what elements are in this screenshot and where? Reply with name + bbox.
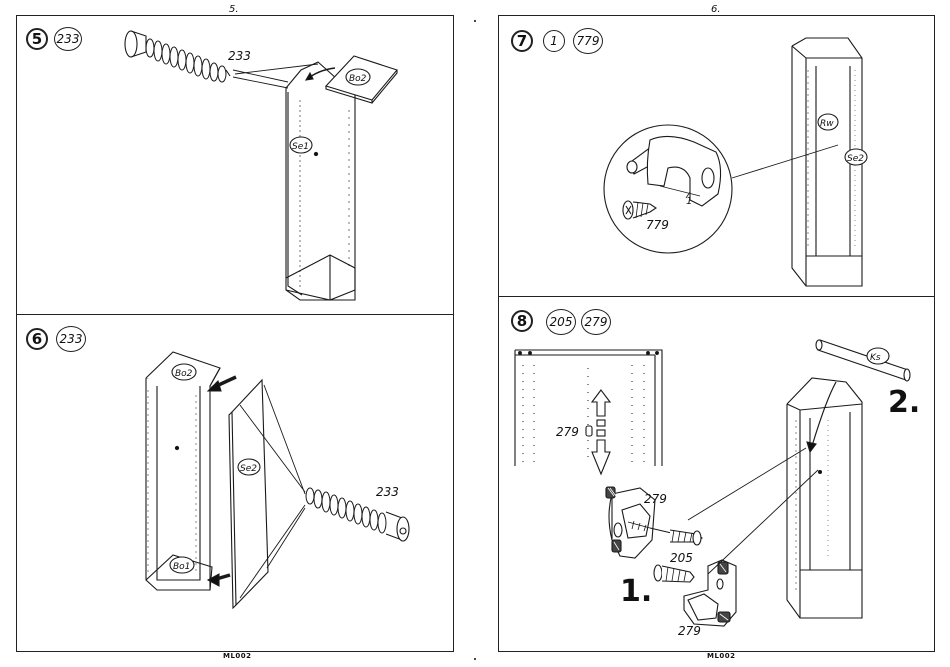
step-8-arrow-icon — [812, 382, 836, 446]
step-6-top-label: Bo2 — [175, 369, 193, 379]
step-6-side-label: Se2 — [240, 464, 257, 474]
step-8-bracket-a-label: 279 — [644, 492, 667, 506]
step-8-side-view — [515, 350, 662, 466]
step-6-dowel-label: 233 — [376, 485, 399, 499]
step-8-peg-label: 279 — [556, 425, 579, 439]
step-5-side-label: Se1 — [292, 142, 309, 152]
step-8-height-arrow-icon — [592, 390, 610, 474]
step-8-rail-label: Ks — [870, 353, 881, 363]
step-8-screw-b-icon — [654, 565, 694, 582]
step-5-cabinet — [286, 62, 355, 300]
step-8-cabinet — [787, 378, 862, 618]
step-7-bracket-label: 1 — [686, 196, 692, 207]
step-7-screw-label: 779 — [646, 218, 669, 232]
step-5-top-label: Bo2 — [349, 74, 367, 84]
step-6-side-panel — [229, 380, 268, 608]
step-5-dowel-icon — [125, 31, 230, 82]
step-5-dowel-label: 233 — [228, 49, 251, 63]
step-7-detail-magnifier — [604, 125, 732, 253]
step-8-screw-label: 205 — [670, 551, 693, 565]
step-6-bottom-label: Bo1 — [173, 562, 190, 572]
step-8-bracket-b-icon — [684, 560, 736, 626]
step-8-substep-1: 1. — [620, 574, 652, 609]
step-8-bracket-b-label: 279 — [678, 624, 701, 638]
step-7-side-label: Se2 — [847, 154, 864, 164]
step-8-substep-2: 2. — [888, 385, 920, 420]
step-6-cabinet — [146, 352, 220, 590]
step-7-back-label: Rw — [820, 119, 834, 129]
step-8-rail-icon — [816, 340, 910, 381]
